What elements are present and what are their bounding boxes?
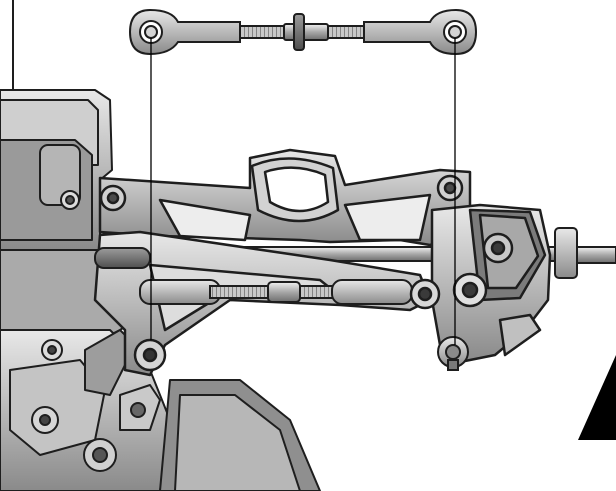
turnbuckle-link xyxy=(128,8,478,56)
rear-hub-carrier xyxy=(409,203,552,364)
installed-turnbuckle xyxy=(94,247,413,305)
upper-suspension-arm xyxy=(98,148,472,247)
leader-line xyxy=(150,38,456,345)
ball-stud xyxy=(437,336,469,371)
corner-mark xyxy=(578,355,616,440)
